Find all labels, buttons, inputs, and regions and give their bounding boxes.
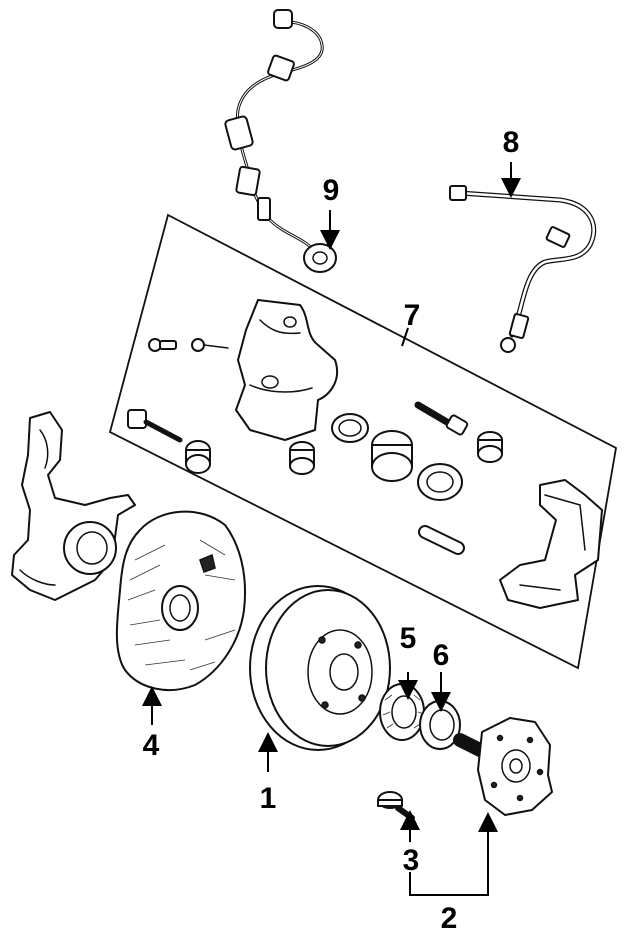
wheel-bearing [379,683,425,741]
wheel-hub [453,717,553,816]
guide-bolt [127,409,183,443]
dust-boot [417,463,463,501]
caliper-kit-box [108,213,617,670]
abs-sensor-harness [224,9,337,273]
callout-9: 9 [323,174,340,207]
guide-pin-lower [418,525,465,555]
caliper-body [235,299,338,441]
pin-boot [477,431,503,463]
bleeder-screw [191,338,229,352]
dust-shield [115,510,246,691]
callout-2: 2 [441,902,458,935]
callout-7: 7 [404,299,421,332]
bleeder-bolt [148,338,177,352]
callout-8: 8 [503,126,520,159]
callout-4: 4 [143,729,160,762]
callout-labels: 1 2 3 4 5 6 7 8 9 [143,126,520,935]
callout-5: 5 [400,622,417,655]
steering-knuckle [11,411,136,601]
brake-rotor [249,585,391,751]
caliper-bracket [499,479,603,609]
bushing-left [185,440,211,474]
guide-pin-upper [414,401,469,436]
callout-1: 1 [260,782,277,815]
piston [371,430,413,482]
piston-seal [331,413,369,443]
leader-lines [142,162,521,896]
wheel-stud [377,791,415,821]
boot-small [289,441,315,475]
callout-6: 6 [433,639,450,672]
callout-3: 3 [403,844,420,877]
brake-hose [449,185,597,353]
